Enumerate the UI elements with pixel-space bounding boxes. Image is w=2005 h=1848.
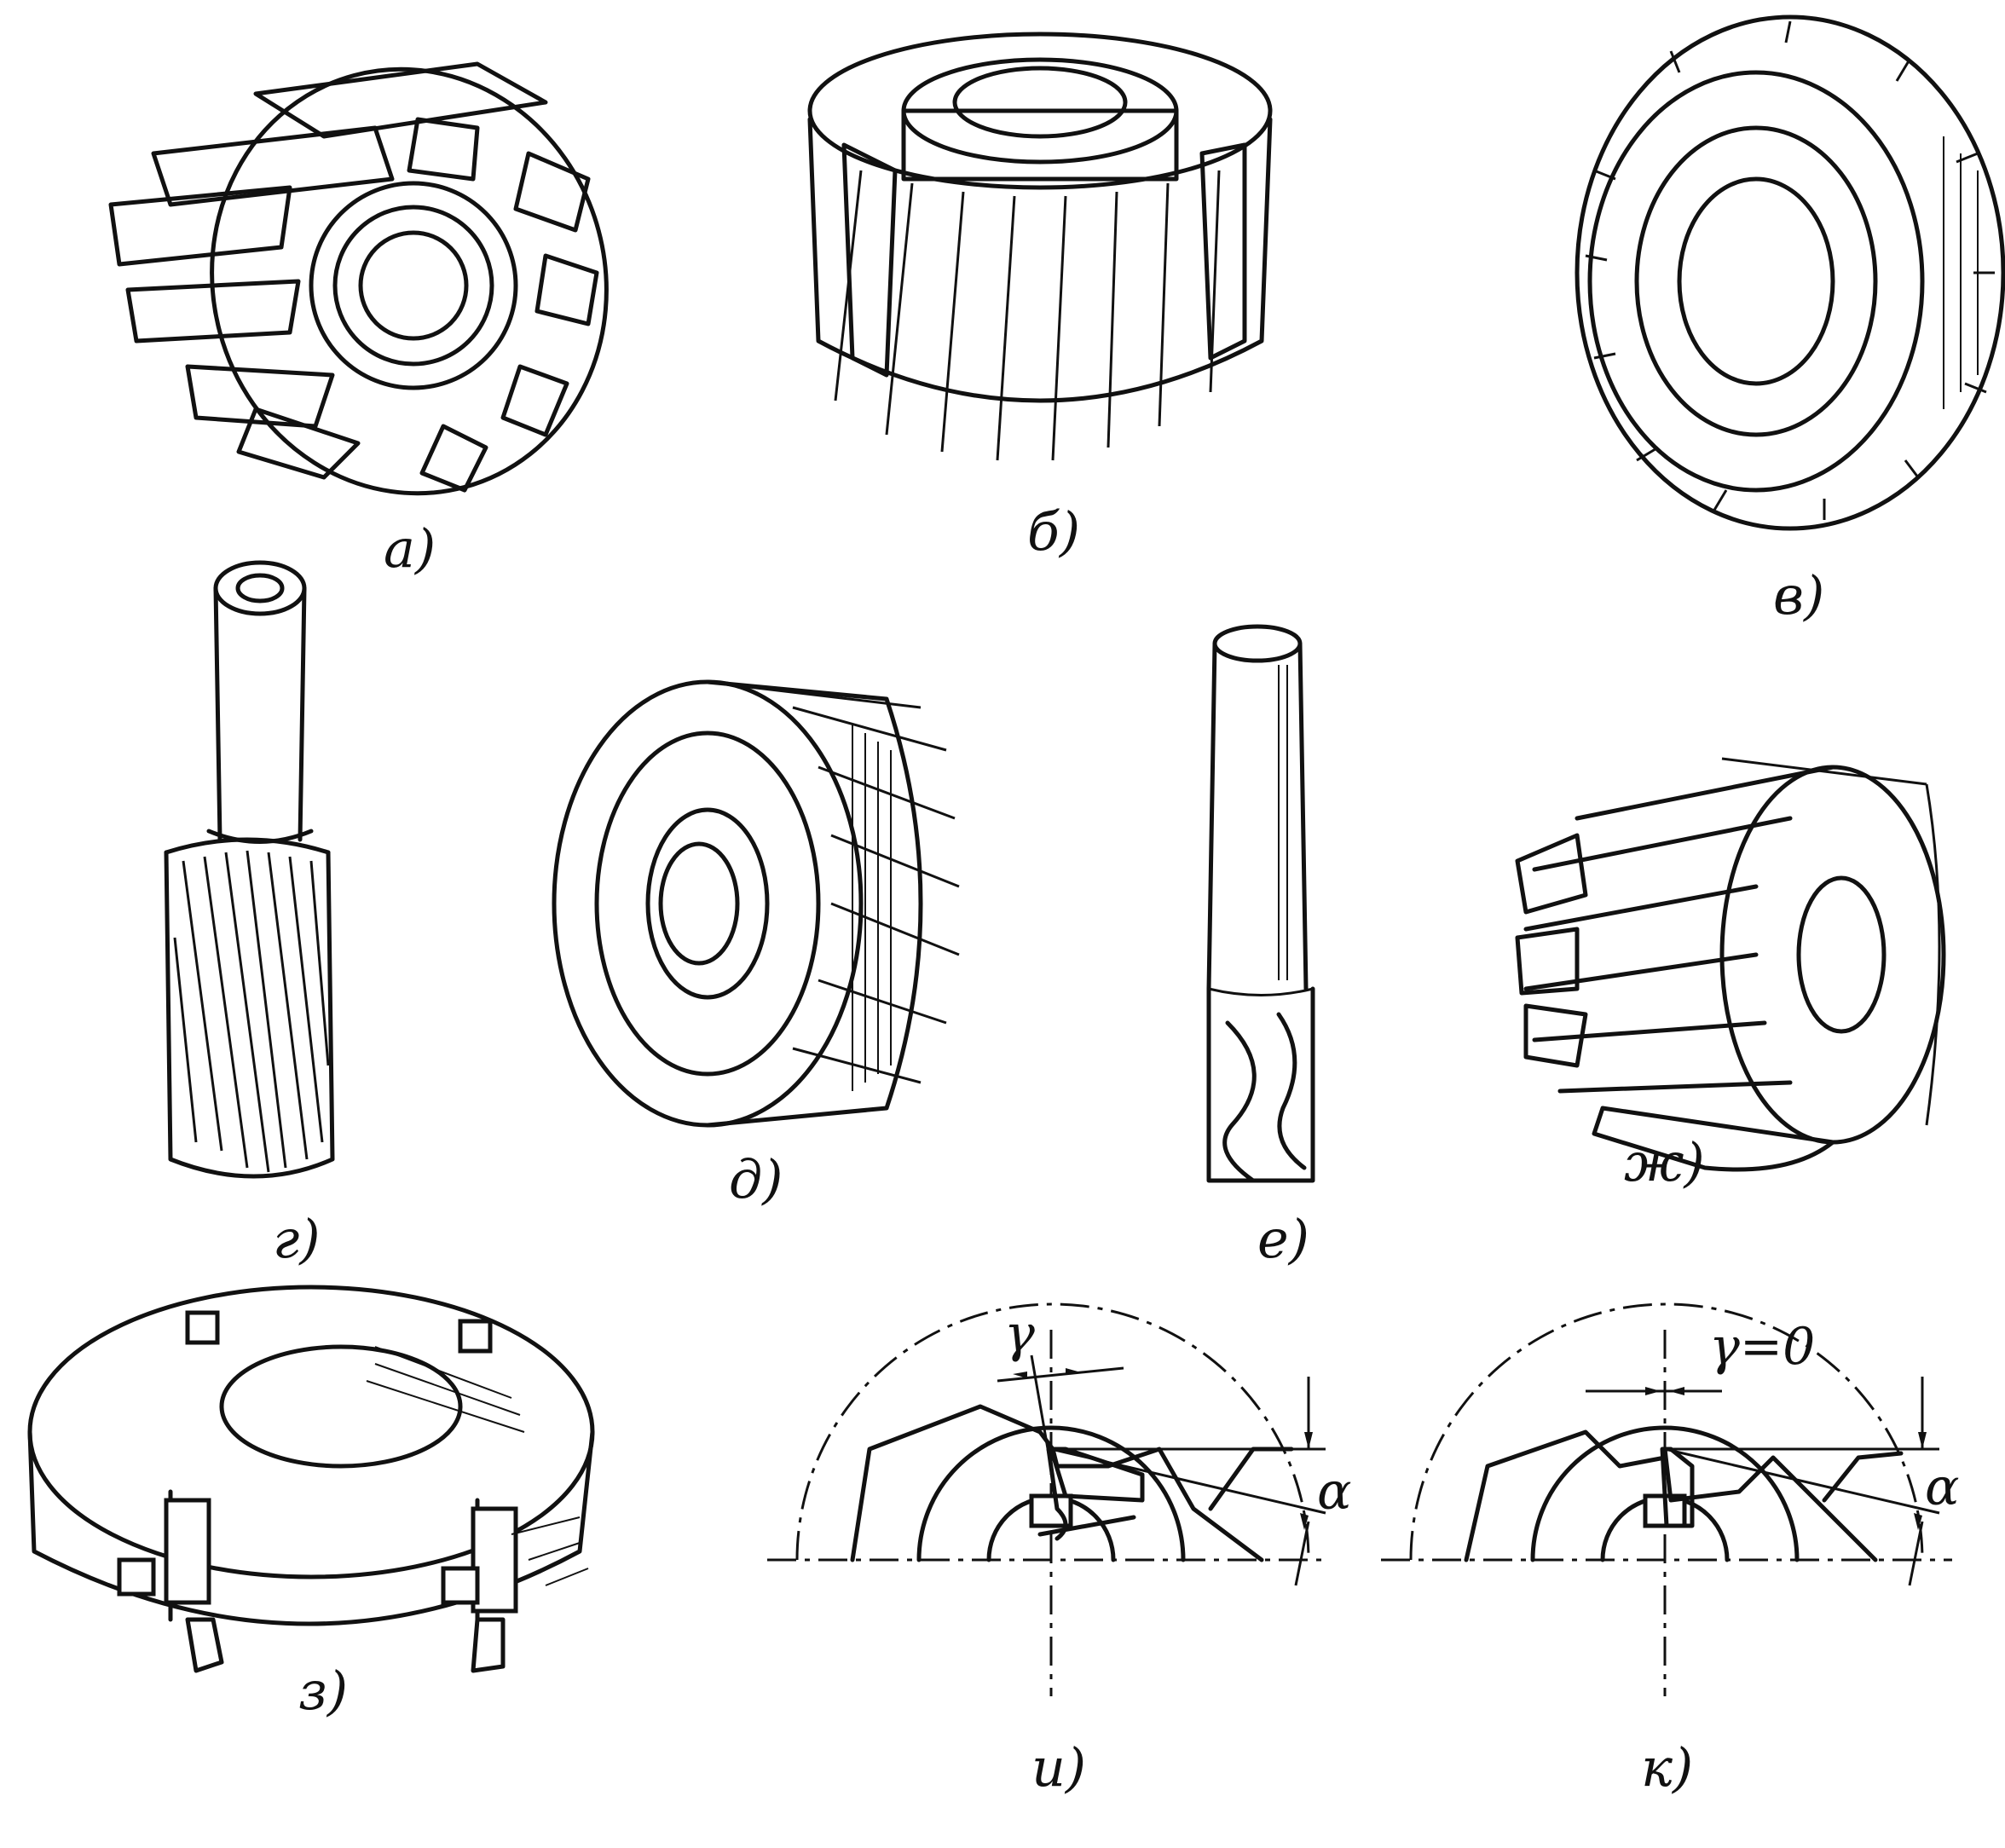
cutter-a-inserted-blades: [108, 61, 609, 496]
alpha-annotation-k: α: [1925, 1458, 1960, 1517]
cutter-zh-shell: [1515, 757, 1946, 1172]
gamma-zero-annotation: γ=0: [1709, 1317, 1815, 1377]
cutter-d-wide-disc: [552, 679, 960, 1128]
label-e: е): [1257, 1208, 1309, 1270]
label-v: в): [1773, 564, 1824, 627]
label-zh: ж): [1624, 1131, 1705, 1193]
label-g: г): [273, 1208, 321, 1270]
cutter-g-end-mill: [164, 560, 335, 1179]
label-d: д): [729, 1148, 783, 1210]
label-z: з): [298, 1660, 348, 1722]
label-i: и): [1031, 1736, 1086, 1799]
cutter-e-slot-mill: [1206, 624, 1315, 1183]
cutter-v-disc: [1575, 14, 2005, 531]
cutter-z-face-inserts: [27, 1285, 595, 1673]
label-a: а): [384, 517, 436, 580]
label-b: б): [1027, 500, 1080, 563]
label-k: к): [1641, 1736, 1693, 1799]
gamma-annotation: γ: [1004, 1304, 1035, 1364]
section-k-zero-rake: [1381, 1302, 1952, 1696]
cutter-b-helical: [807, 32, 1273, 461]
alpha-annotation-i: α: [1317, 1462, 1352, 1522]
section-i-rake-angle: [767, 1302, 1330, 1696]
